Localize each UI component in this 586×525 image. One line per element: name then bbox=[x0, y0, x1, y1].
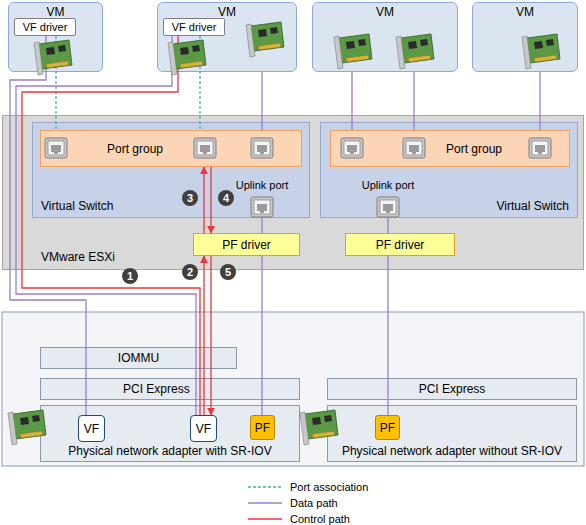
node-label: PF bbox=[380, 421, 395, 435]
node-label: PF driver bbox=[222, 238, 271, 252]
node-label: VM bbox=[47, 5, 65, 19]
callout-circle bbox=[218, 190, 234, 206]
legend-label: Control path bbox=[290, 512, 350, 525]
node-label: Virtual Switch bbox=[497, 199, 569, 213]
node-label: IOMMU bbox=[118, 351, 159, 365]
node-label: VMware ESXi bbox=[41, 250, 115, 264]
node-label: VF driver bbox=[23, 20, 68, 34]
hardware-box: IOMMU bbox=[40, 347, 237, 369]
hardware-box: Physical network adapter with SR-IOV VF VF… bbox=[40, 405, 300, 462]
node-label: Port group bbox=[107, 142, 163, 156]
node-label: Physical network adapter without SR-IOV bbox=[342, 444, 562, 458]
callout-number: 3 bbox=[182, 190, 198, 206]
legend-sample bbox=[248, 518, 282, 519]
node-label: Uplink port bbox=[236, 178, 289, 192]
vf-box: VF bbox=[78, 415, 105, 442]
port-icon bbox=[251, 138, 273, 158]
callout-circle bbox=[220, 264, 236, 280]
hardware-box: Physical network adapter without SR-IOV P… bbox=[327, 405, 577, 462]
node-label: PCI Express bbox=[419, 382, 486, 396]
callout-circle bbox=[122, 268, 138, 284]
network-card-icon bbox=[8, 410, 46, 445]
network-card-icon bbox=[300, 410, 338, 445]
pf-driver-box: PF driver bbox=[345, 233, 455, 256]
callout-number: 5 bbox=[220, 264, 236, 280]
callout-circle bbox=[182, 264, 198, 280]
port-icon bbox=[45, 138, 67, 158]
connector-line bbox=[22, 36, 200, 415]
virtual-switch: Virtual Switch Port groupUplink port bbox=[320, 122, 578, 218]
legend-sample bbox=[248, 486, 282, 487]
hardware-box: PCI Express bbox=[40, 378, 300, 400]
connector-line bbox=[539, 72, 540, 130]
connector-line bbox=[210, 167, 211, 233]
network-card-icon bbox=[334, 34, 372, 69]
callout-layer bbox=[122, 190, 236, 284]
connector-line bbox=[210, 256, 211, 415]
network-card-icon bbox=[522, 34, 560, 69]
legend-sample bbox=[248, 502, 282, 503]
node-label: Uplink port bbox=[362, 178, 415, 192]
callout-circle bbox=[182, 190, 198, 206]
vf-box: VF bbox=[190, 415, 217, 442]
connector-line bbox=[387, 256, 388, 415]
connector-line bbox=[16, 36, 196, 415]
port-icon bbox=[377, 197, 399, 217]
network-card-icon bbox=[34, 40, 72, 75]
port-icon bbox=[341, 138, 363, 158]
network-card-icon bbox=[168, 40, 206, 75]
host-band: VMware ESXi Virtual Switch Port groupUplin… bbox=[2, 115, 584, 270]
port-icon bbox=[194, 138, 216, 158]
connector-line bbox=[203, 167, 204, 233]
node-label: Physical network adapter with SR-IOV bbox=[68, 444, 271, 458]
connector-line bbox=[387, 218, 388, 233]
node-label: Port group bbox=[446, 142, 502, 156]
legend-label: Port association bbox=[290, 480, 368, 494]
node-label: VM bbox=[376, 5, 394, 19]
connector-line bbox=[261, 72, 262, 130]
node-label: PF driver bbox=[376, 238, 425, 252]
network-card-icon bbox=[396, 34, 434, 69]
node-label: VF bbox=[196, 422, 211, 436]
port-icon bbox=[251, 197, 273, 217]
port-icon bbox=[403, 138, 425, 158]
node-label: VF driver bbox=[172, 20, 217, 34]
node-label: VM bbox=[218, 5, 236, 19]
node-label: VF bbox=[84, 422, 99, 436]
driver-box: VF driver bbox=[163, 18, 225, 36]
port-icon bbox=[529, 138, 551, 158]
connector-line bbox=[413, 72, 414, 130]
hardware-box: PCI Express bbox=[327, 378, 577, 400]
connector-line bbox=[203, 256, 204, 415]
hardware-band bbox=[2, 312, 584, 466]
legend-layer bbox=[248, 487, 282, 519]
driver-box: VF driver bbox=[14, 18, 76, 36]
connector-line bbox=[351, 72, 352, 130]
pf-box: PF bbox=[375, 415, 400, 440]
connector-line bbox=[261, 256, 262, 415]
connector-line bbox=[261, 218, 262, 233]
node-label: Virtual Switch bbox=[41, 199, 113, 213]
callout-number: 2 bbox=[182, 264, 198, 280]
callout-number: 1 bbox=[122, 268, 138, 284]
callout-number: 4 bbox=[218, 190, 234, 206]
node-label: VM bbox=[516, 5, 534, 19]
pf-driver-box: PF driver bbox=[193, 233, 300, 256]
legend-label: Data path bbox=[290, 496, 338, 510]
network-card-icon bbox=[246, 22, 284, 57]
pf-box: PF bbox=[250, 415, 275, 440]
node-label: PF bbox=[255, 421, 270, 435]
node-label: PCI Express bbox=[123, 382, 190, 396]
